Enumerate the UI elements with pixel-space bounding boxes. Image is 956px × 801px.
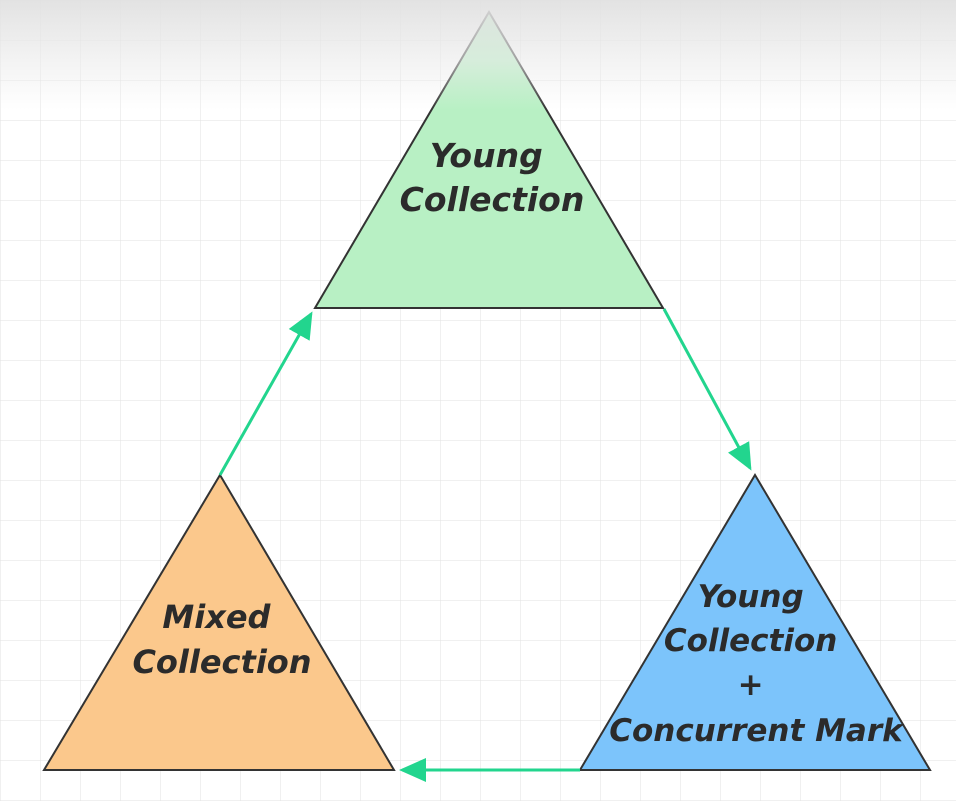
young-collection-node[interactable]: Young Collection (313, 10, 665, 309)
young-collection-label-line2: Collection (400, 180, 585, 219)
young-collection-concurrent-mark-node[interactable]: Young Collection + Concurrent Mark (578, 473, 932, 771)
mixed-collection-label-line2: Collection (132, 643, 311, 681)
young-collection-triangle (313, 10, 665, 309)
mixed-collection-label-line1: Mixed (162, 598, 271, 636)
young-collection-concurrent-mark-triangle (578, 473, 932, 771)
arrow-young-to-concurrent (662, 308, 752, 471)
svg-text:Young Collection: Young Collection (400, 136, 585, 219)
svg-text:Mixed Collection: Mixed Collection (132, 598, 311, 681)
concurrent-node-label-line2: Collection (664, 623, 838, 659)
svg-text:Young Collection +: Young Collection + Concurrent Mark (609, 579, 905, 749)
mixed-collection-triangle (42, 473, 396, 771)
young-collection-label-line1: Young (430, 136, 543, 175)
mixed-collection-node[interactable]: Mixed Collection (42, 473, 396, 771)
concurrent-node-label-line3: + (738, 667, 764, 703)
concurrent-node-label-line1: Young (698, 579, 804, 615)
arrow-mixed-to-young (218, 311, 313, 476)
concurrent-node-label-line4: Concurrent Mark (609, 713, 905, 749)
